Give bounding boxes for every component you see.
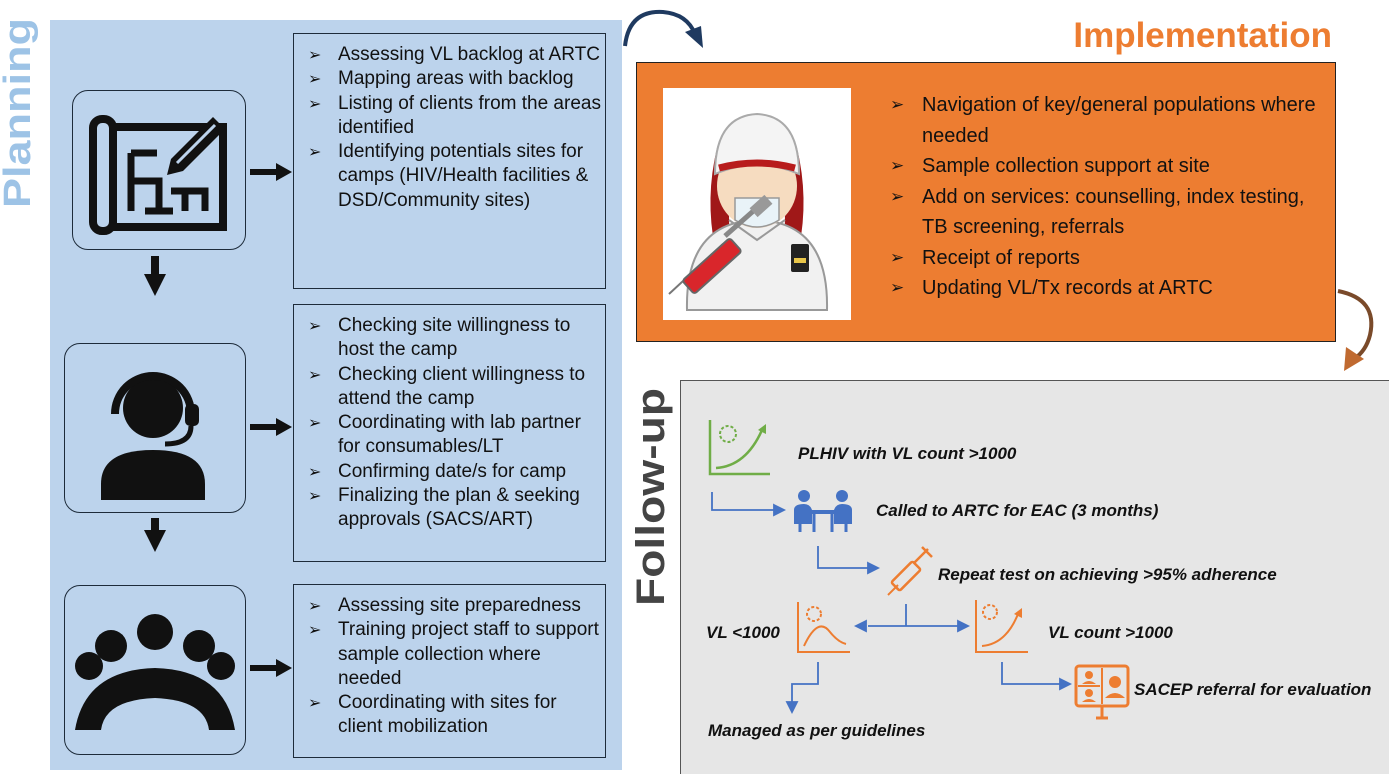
followup-repeat-test-label: Repeat test on achieving >95% adherence bbox=[938, 565, 1277, 584]
rising-virus-chart-icon bbox=[975, 600, 1028, 653]
counselling-meeting-icon bbox=[794, 490, 852, 532]
planning-step-2-item: Coordinating with lab partner for consum… bbox=[294, 411, 605, 460]
svg-text:Planning: Planning bbox=[0, 18, 39, 208]
group-meeting-icon bbox=[75, 614, 235, 730]
planning-step-1-item: Assessing VL backlog at ARTC bbox=[294, 43, 605, 68]
planning-step-3-box: Assessing site preparedness Training pro… bbox=[293, 584, 606, 758]
planning-step-3-item: Assessing site preparedness bbox=[294, 594, 605, 619]
implementation-item: Updating VL/Tx records at ARTC bbox=[880, 273, 1320, 304]
implementation-title: Implementation bbox=[1073, 16, 1332, 55]
planning-step-3-item: Training project staff to support sample… bbox=[294, 618, 605, 691]
implementation-image bbox=[663, 88, 851, 320]
planning-step-1-item: Mapping areas with backlog bbox=[294, 67, 605, 92]
planning-step-2-box: Checking site willingness to host the ca… bbox=[293, 304, 606, 562]
rising-virus-chart-icon bbox=[708, 420, 770, 476]
planning-step-2-icon-box bbox=[64, 343, 246, 513]
planning-step-2-item: Confirming date/s for camp bbox=[294, 460, 605, 485]
implementation-item: Navigation of key/general populations wh… bbox=[880, 90, 1320, 151]
falling-virus-chart-icon bbox=[797, 602, 850, 653]
nurse-with-syringe-icon bbox=[668, 112, 829, 311]
headset-person-icon bbox=[101, 372, 205, 500]
planning-arrows bbox=[144, 163, 292, 677]
planning-step-1-icon-box bbox=[72, 90, 246, 250]
planning-step-2-item: Checking site willingness to host the ca… bbox=[294, 314, 605, 363]
implementation-list: Navigation of key/general populations wh… bbox=[880, 90, 1320, 304]
curved-arrow-to-followup-icon bbox=[1337, 289, 1374, 371]
planning-step-3-icon-box bbox=[64, 585, 246, 755]
implementation-item: Add on services: counselling, index test… bbox=[880, 182, 1320, 243]
followup-vl-high-label: VL count >1000 bbox=[1048, 623, 1173, 642]
followup-title: Follow-up bbox=[629, 388, 673, 606]
implementation-item: Sample collection support at site bbox=[880, 151, 1320, 182]
followup-vl-low-label: VL <1000 bbox=[706, 623, 780, 642]
planning-title: Planning bbox=[0, 18, 39, 208]
followup-eac-label: Called to ARTC for EAC (3 months) bbox=[876, 501, 1159, 520]
planning-step-2-item: Finalizing the plan & seeking approvals … bbox=[294, 484, 605, 533]
followup-high-vl-label: PLHIV with VL count >1000 bbox=[798, 444, 1017, 463]
planning-step-2-item: Checking client willingness to attend th… bbox=[294, 363, 605, 412]
blueprint-pencil-icon bbox=[89, 115, 227, 235]
svg-text:Follow-up: Follow-up bbox=[629, 388, 673, 606]
planning-step-1-item: Listing of clients from the areas identi… bbox=[294, 92, 605, 141]
followup-managed-label: Managed as per guidelines bbox=[708, 721, 926, 740]
implementation-item: Receipt of reports bbox=[880, 243, 1320, 274]
planning-step-3-item: Coordinating with sites for client mobil… bbox=[294, 691, 605, 740]
followup-panel bbox=[680, 380, 1389, 774]
planning-step-1-box: Assessing VL backlog at ARTC Mapping are… bbox=[293, 33, 606, 289]
curved-arrow-to-implementation-icon bbox=[623, 9, 703, 48]
followup-sacep-label: SACEP referral for evaluation bbox=[1134, 680, 1372, 699]
video-consultation-icon bbox=[1074, 664, 1130, 720]
planning-step-1-item: Identifying potentials sites for camps (… bbox=[294, 140, 605, 213]
syringe-icon bbox=[887, 546, 933, 596]
